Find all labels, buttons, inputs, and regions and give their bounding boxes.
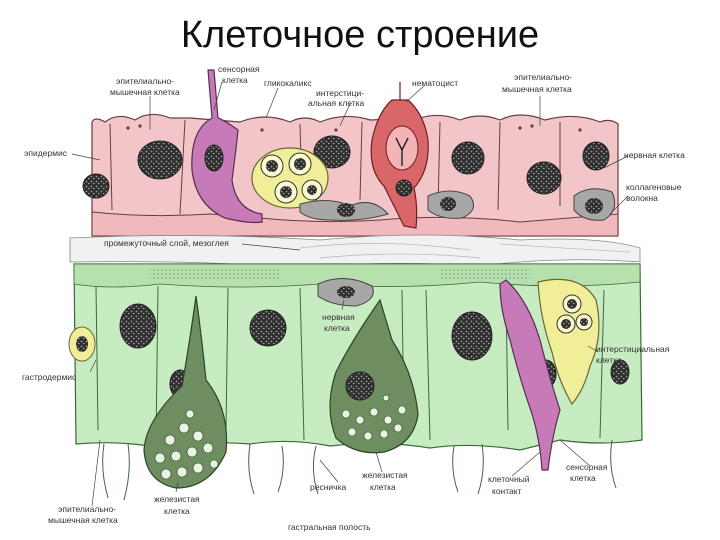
gastrodermis-dotted-band (150, 268, 280, 280)
epidermis-layer (82, 69, 619, 237)
interstitial-cell-4-nucleus (307, 185, 317, 195)
label-collagen-fibers-2: волокна (626, 193, 658, 203)
label-sensory-top-2: клетка (222, 75, 248, 85)
nucleus-epidermis-5 (526, 161, 562, 195)
label-interstitial-top-1: интерстици- (316, 88, 364, 98)
surface-granules (126, 124, 582, 132)
sensory-cell-top (191, 69, 263, 224)
label-nerve-cell-right: нервная клетка (624, 150, 685, 160)
label-epithelial-muscular-top-right-1: эпителиально- (514, 72, 572, 82)
label-epithelial-muscular-top-right-2: мышечная клетка (502, 84, 572, 94)
interstitial-left-gastro-nucleus (76, 336, 88, 352)
nucleus-gastro-1 (119, 303, 157, 349)
glandular-cell-middle-granules (341, 394, 407, 441)
interstitial-cell-3-nucleus (280, 186, 292, 198)
cilia (102, 439, 617, 501)
interstitial-right-cell-3-nucleus (580, 318, 588, 326)
label-sensory-bottom-1: сенсорная (566, 462, 608, 472)
leader-lines (71, 81, 629, 507)
nucleus-gastro-3 (451, 311, 493, 361)
glandular-cell-left (143, 295, 228, 489)
nematocyte-nucleus (395, 179, 413, 197)
interstitial-cluster-right (537, 278, 600, 406)
label-cell-contact-2: контакт (492, 486, 522, 496)
nucleus-epidermis-2 (82, 173, 110, 199)
nematocyst-capsule (385, 125, 419, 171)
label-glycocalyx: гликокаликс (264, 78, 312, 88)
label-epidermis: эпидермис (24, 148, 68, 158)
label-collagen-fibers-1: коллагеновые (626, 182, 682, 192)
nerve-cell-epidermis-1-nucleus (337, 203, 355, 217)
glandular-cell-left-granules (154, 409, 219, 480)
label-interstitial-right-2: клетка (596, 355, 622, 365)
label-interstitial-right-1: интерстициальная (596, 344, 670, 354)
label-glandular-left-2: клетка (164, 506, 190, 516)
label-sensory-top-1: сенсорная (218, 64, 260, 74)
glandular-cell-middle-nucleus (345, 371, 375, 401)
label-epithelial-muscular-top-left-1: эпителиально- (116, 76, 174, 86)
page-title: Клеточное строение (180, 14, 540, 56)
nucleus-epidermis-3 (313, 135, 351, 169)
epidermis-basal-processes (91, 211, 619, 237)
label-cilium: ресничка (310, 482, 346, 492)
interstitial-cell-2-nucleus (294, 158, 306, 170)
label-epithelial-muscular-bottom-1: эпителиально- (58, 504, 116, 514)
label-gastral-cavity: гастральная полость (288, 522, 371, 532)
nucleus-gastro-6 (610, 359, 630, 385)
nerve-cell-epidermis-2-nucleus (440, 197, 456, 211)
interstitial-cell-1-nucleus (266, 160, 278, 172)
nucleus-gastro-2 (249, 309, 287, 347)
gastrodermis-layer (68, 263, 643, 501)
label-epithelial-muscular-top-left-2: мышечная клетка (110, 87, 180, 97)
gastrodermis-dotted-band-2 (440, 268, 530, 280)
nematocyst-thread (395, 137, 409, 166)
interstitial-right-cell-1-nucleus (567, 299, 577, 309)
interstitial-right-cell-2-nucleus (561, 319, 571, 329)
label-mesoglea: промежуточный слой, мезоглея (104, 238, 229, 248)
nucleus-epidermis-6 (582, 141, 610, 171)
nucleus-epidermis-4 (451, 141, 485, 175)
label-glandular-left-1: железистая (154, 494, 200, 504)
labels: эпителиально- мышечная клетка сенсорная … (22, 64, 685, 532)
label-nerve-cell-mid-2: клетка (324, 323, 350, 333)
label-glandular-mid-2: клетка (370, 482, 396, 492)
sensory-cell-bottom (499, 279, 561, 471)
label-gastrodermis: гастродермис (22, 372, 77, 382)
label-nerve-cell-mid-1: нервная (322, 312, 355, 322)
label-interstitial-top-2: альная клетка (308, 98, 365, 108)
label-epithelial-muscular-bottom-2: мышечная клетка (48, 515, 118, 525)
collagen-fibers (299, 243, 631, 259)
nucleus-epidermis-1 (137, 140, 183, 180)
glandular-cell-middle (329, 298, 419, 454)
label-sensory-bottom-2: клетка (570, 473, 596, 483)
label-nematocyst: нематоцист (412, 78, 458, 88)
nerve-cell-gastro-nucleus (337, 286, 355, 298)
label-cell-contact-1: клеточный (488, 474, 530, 484)
sensory-cell-top-nucleus (204, 144, 224, 172)
nerve-cell-epidermis-3-nucleus (585, 198, 603, 214)
label-glandular-mid-1: железистая (362, 470, 408, 480)
